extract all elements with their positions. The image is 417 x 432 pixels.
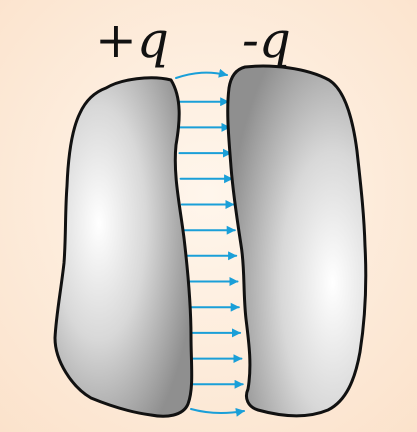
field-arrow: [175, 68, 228, 79]
right-charge-label: -q: [242, 11, 291, 69]
left-conductor: [53, 76, 194, 418]
electric-field-lines: [175, 68, 245, 417]
field-arrow: [190, 407, 245, 417]
left-charge-label: +q: [95, 11, 169, 69]
right-conductor: [226, 64, 368, 418]
